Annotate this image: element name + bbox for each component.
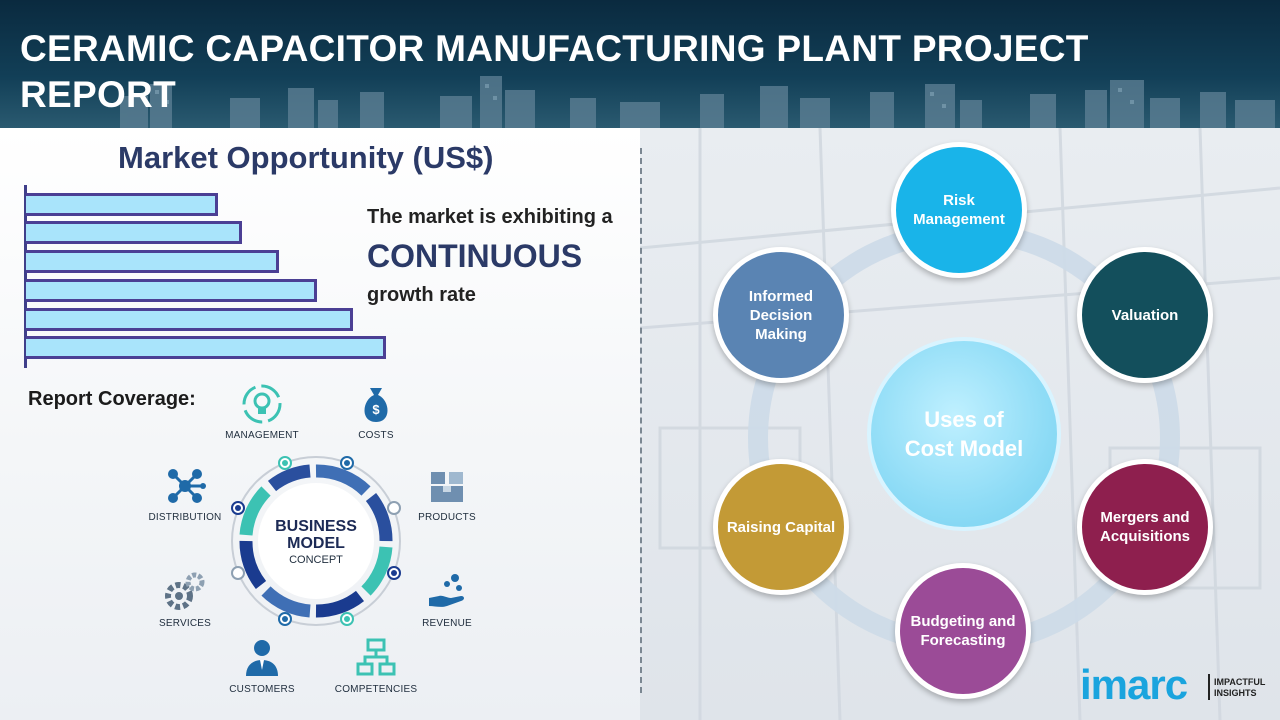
imarc-logo: imarc IMPACTFUL INSIGHTS: [1080, 660, 1270, 708]
coverage-label-distribution: DISTRIBUTION: [148, 512, 222, 523]
section-divider: [640, 148, 642, 693]
flowchart-icon: [356, 638, 396, 676]
coverage-item-costs: $ COSTS: [321, 382, 431, 441]
logo-separator: [1208, 674, 1210, 700]
coverage-label-services: SERVICES: [159, 618, 211, 629]
coverage-label-costs: COSTS: [358, 430, 394, 441]
lightbulb-gear-icon: [242, 384, 282, 424]
bar-chart-axis: [24, 185, 27, 368]
header-banner: CERAMIC CAPACITOR MANUFACTURING PLANT PR…: [0, 0, 1280, 128]
market-bar-1: [26, 193, 218, 216]
market-bar-3: [26, 250, 279, 273]
coverage-item-products: PRODUCTS: [392, 464, 502, 523]
coverage-item-management: MANAGEMENT: [207, 382, 317, 441]
business-model-wheel: [231, 456, 401, 626]
coverage-label-management: MANAGEMENT: [225, 430, 299, 441]
page-title: CERAMIC CAPACITOR MANUFACTURING PLANT PR…: [20, 28, 1089, 115]
money-bag-icon: $: [364, 388, 388, 422]
cost-model-center-line1: Uses of: [924, 407, 1004, 432]
cost-model-center: Uses of Cost Model: [867, 337, 1061, 531]
market-statement-line1: The market is exhibiting a: [367, 206, 613, 228]
node-informed-decision-making: Informed Decision Making: [713, 247, 849, 383]
node-mergers-acquisitions: Mergers and Acquisitions: [1077, 459, 1213, 595]
coverage-item-competencies: COMPETENCIES: [321, 636, 431, 695]
coverage-item-services: SERVICES: [130, 570, 240, 629]
node-label: Budgeting and Forecasting: [910, 613, 1016, 649]
logo-tagline-line1: IMPACTFUL: [1214, 677, 1266, 687]
coverage-item-customers: CUSTOMERS: [207, 636, 317, 695]
node-budgeting-forecasting: Budgeting and Forecasting: [895, 563, 1031, 699]
node-valuation: Valuation: [1077, 247, 1213, 383]
cost-model-center-line2: Cost Model: [904, 436, 1024, 461]
node-label: Mergers and Acquisitions: [1099, 509, 1190, 545]
logo-tagline-line2: INSIGHTS: [1214, 688, 1257, 698]
market-bar-5: [26, 308, 353, 331]
node-label: Raising Capital: [726, 518, 836, 536]
coverage-label-competencies: COMPETENCIES: [334, 684, 418, 695]
user-icon: [246, 640, 278, 676]
business-model-line2: MODEL: [287, 535, 345, 552]
logo-wordmark: imarc: [1080, 661, 1188, 708]
city-skyline-graphic: [120, 76, 1275, 128]
coverage-label-products: PRODUCTS: [418, 512, 476, 523]
node-label: Risk Management: [913, 192, 1005, 228]
coverage-item-revenue: REVENUE: [392, 570, 502, 629]
market-bar-6: [26, 336, 386, 359]
report-coverage-label: Report Coverage:: [28, 388, 196, 410]
hand-coins-icon: [429, 574, 464, 607]
business-model-line3: CONCEPT: [289, 554, 343, 566]
coverage-label-customers: CUSTOMERS: [229, 684, 295, 695]
node-risk-management: Risk Management: [891, 142, 1027, 278]
market-statement-line2: growth rate: [367, 284, 476, 306]
market-statement-highlight: CONTINUOUS: [367, 238, 583, 274]
boxes-icon: [431, 472, 463, 502]
business-model-line1: BUSINESS: [275, 518, 357, 535]
node-label: Informed Decision Making: [748, 287, 814, 343]
gears-icon: [165, 572, 205, 610]
market-bar-2: [26, 221, 242, 244]
market-opportunity-heading: Market Opportunity (US$): [118, 140, 494, 175]
business-model-label: BUSINESS MODEL CONCEPT: [244, 518, 388, 566]
network-icon: [168, 469, 206, 503]
node-label: Valuation: [1111, 306, 1179, 324]
node-raising-capital: Raising Capital: [713, 459, 849, 595]
market-bar-4: [26, 279, 317, 302]
coverage-label-revenue: REVENUE: [422, 618, 472, 629]
coverage-item-distribution: DISTRIBUTION: [130, 464, 240, 523]
svg-text:$: $: [372, 402, 380, 417]
